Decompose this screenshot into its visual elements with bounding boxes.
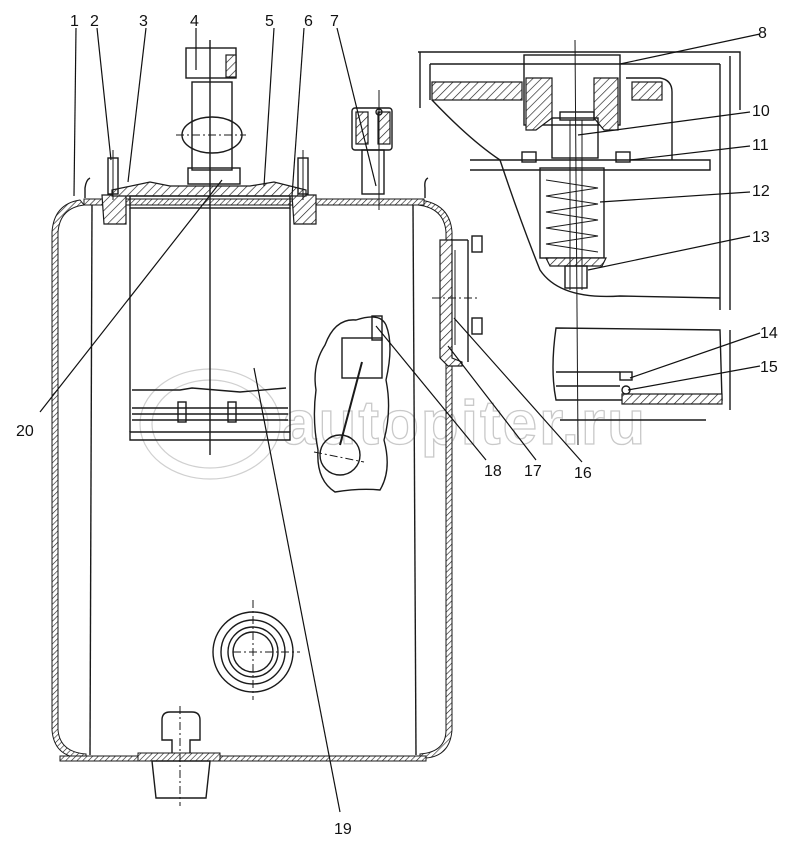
leader-17: [447, 345, 537, 461]
drain-plug-head: [161, 711, 201, 755]
leader-6: [291, 27, 305, 197]
leader-lines: [39, 27, 761, 813]
callout-13: 13: [752, 229, 770, 246]
top-hook-right: [424, 177, 429, 198]
sensor-body: [191, 81, 233, 171]
cylinder-clip-left: [177, 401, 187, 423]
leader-1: [73, 27, 77, 197]
detail-valve-body: [551, 117, 599, 159]
float-arm: [339, 361, 363, 446]
leader-16: [453, 317, 583, 463]
gauge-screw-bottom: [471, 317, 483, 335]
sensor-flange: [101, 47, 317, 225]
detail-axis: [574, 39, 579, 446]
detail-housing-top: [418, 51, 741, 110]
detail-spring: [545, 179, 599, 253]
leader-15: [627, 365, 761, 391]
callout-14: 14: [760, 325, 778, 342]
level-gauge: [432, 235, 483, 367]
leader-8: [619, 33, 761, 65]
cylinder-bottom: [129, 431, 291, 441]
leader-10: [577, 111, 751, 136]
leader-20: [39, 179, 223, 413]
drain-plug-boss: [151, 760, 211, 799]
sensor-base: [187, 167, 241, 185]
filter-cylinder: [129, 208, 291, 441]
detail-nut-right: [615, 151, 631, 163]
filler-opening: [212, 600, 300, 700]
detail-bushing-left: [525, 77, 553, 131]
leader-7: [336, 27, 377, 187]
detail-shelf-left: [431, 81, 523, 101]
drain-plug: [137, 706, 221, 806]
leader-2: [96, 27, 112, 161]
detail-seal-14: [619, 371, 633, 381]
float-housing: [341, 337, 383, 379]
callout-10: 10: [752, 103, 770, 120]
cylinder-clip-right: [227, 401, 237, 423]
baffle-left: [89, 204, 93, 756]
callout-4: 4: [190, 13, 199, 30]
detail-central-tube: [523, 54, 621, 126]
vent-cap-insert-right: [377, 111, 391, 145]
callout-8: 8: [758, 25, 767, 42]
flange-block-right: [291, 194, 317, 225]
callout-15: 15: [760, 359, 778, 376]
callout-17: 17: [524, 463, 542, 480]
callout-2: 2: [90, 13, 99, 30]
leader-12: [599, 191, 751, 203]
detail-break-line: [431, 99, 721, 299]
gauge-frame: [439, 239, 463, 367]
leader-18: [375, 325, 487, 461]
bolt-right: [297, 150, 309, 200]
callout-12: 12: [752, 183, 770, 200]
callout-20: 20: [16, 423, 34, 440]
tank-body: [51, 177, 453, 762]
gauge-screw-top: [471, 235, 483, 253]
top-hook-left: [84, 177, 91, 198]
detail-valve-cap: [559, 111, 595, 121]
leader-14: [629, 332, 761, 379]
leader-3: [127, 27, 147, 183]
detail-mount-plate: [470, 159, 711, 171]
flange-block-left: [101, 194, 127, 225]
sensor-connector-seal: [225, 54, 237, 78]
callout-6: 6: [304, 13, 313, 30]
callout-16: 16: [574, 465, 592, 482]
leader-13: [587, 235, 751, 271]
float-ball: [319, 434, 361, 476]
drain-plug-washer: [137, 752, 221, 762]
detail-nut-left: [521, 151, 537, 163]
leader-5: [263, 27, 275, 187]
cutaway-outline: [313, 316, 391, 493]
tank-top-plate: [83, 198, 425, 206]
vent-pin: [375, 108, 383, 116]
callout-19: 19: [334, 821, 352, 838]
detail-lower-plate: [621, 393, 723, 405]
callout-7: 7: [330, 13, 339, 30]
callout-labels: 1 2 3 4 5 6 7 8 10 11 12 13 14 15 16 17 …: [16, 13, 778, 838]
leader-19: [253, 367, 341, 813]
detail-view: [418, 39, 741, 446]
float-bracket: [371, 315, 383, 341]
tank-bottom-plate: [59, 755, 427, 762]
tank-shell-left: [51, 199, 87, 759]
callout-1: 1: [70, 13, 79, 30]
vent-stem: [361, 149, 385, 195]
detail-shelf-right: [631, 81, 663, 101]
leader-11: [629, 145, 751, 161]
bolt-left: [107, 150, 119, 200]
callout-11: 11: [752, 137, 769, 154]
callout-18: 18: [484, 463, 502, 480]
detail-spring-seat: [545, 257, 607, 267]
callout-5: 5: [265, 13, 274, 30]
float-cutaway: [313, 315, 391, 493]
detail-bolt-head: [564, 265, 588, 289]
callout-3: 3: [139, 13, 148, 30]
detail-pipe: [626, 77, 673, 160]
cylinder-band: [132, 387, 287, 393]
vent-fitting: [351, 90, 393, 210]
baffle-right: [412, 204, 417, 756]
